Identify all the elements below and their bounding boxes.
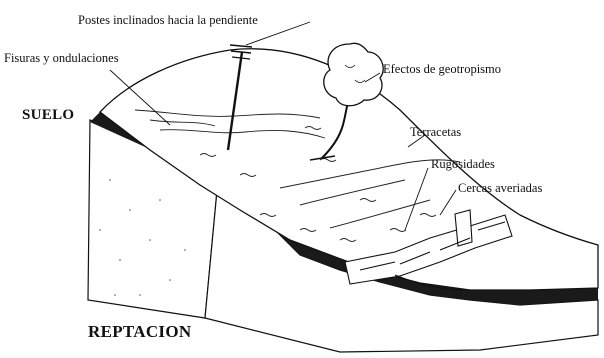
label-suelo: SUELO bbox=[22, 107, 75, 123]
terracette-lines bbox=[279, 159, 461, 229]
damaged-fence bbox=[344, 209, 513, 291]
tilted-pole bbox=[226, 44, 253, 151]
label-efectos-geotropismo: Efectos de geotropismo bbox=[383, 62, 502, 76]
cliff-speckle bbox=[99, 179, 186, 296]
label-postes-inclinados: Postes inclinados hacia la pendiente bbox=[78, 13, 258, 27]
label-cercas-averiadas: Cercas averiadas bbox=[458, 181, 543, 195]
label-rugosidades: Rugosidades bbox=[431, 157, 495, 171]
leader-lines bbox=[109, 21, 457, 231]
fissure-lines bbox=[134, 109, 326, 139]
label-fisuras-ondulaciones: Fisuras y ondulaciones bbox=[4, 51, 119, 65]
curved-tree bbox=[309, 42, 384, 161]
label-reptacion: REPTACION bbox=[88, 322, 192, 341]
soil-band bbox=[90, 112, 598, 305]
label-terracetas: Terracetas bbox=[410, 125, 462, 139]
